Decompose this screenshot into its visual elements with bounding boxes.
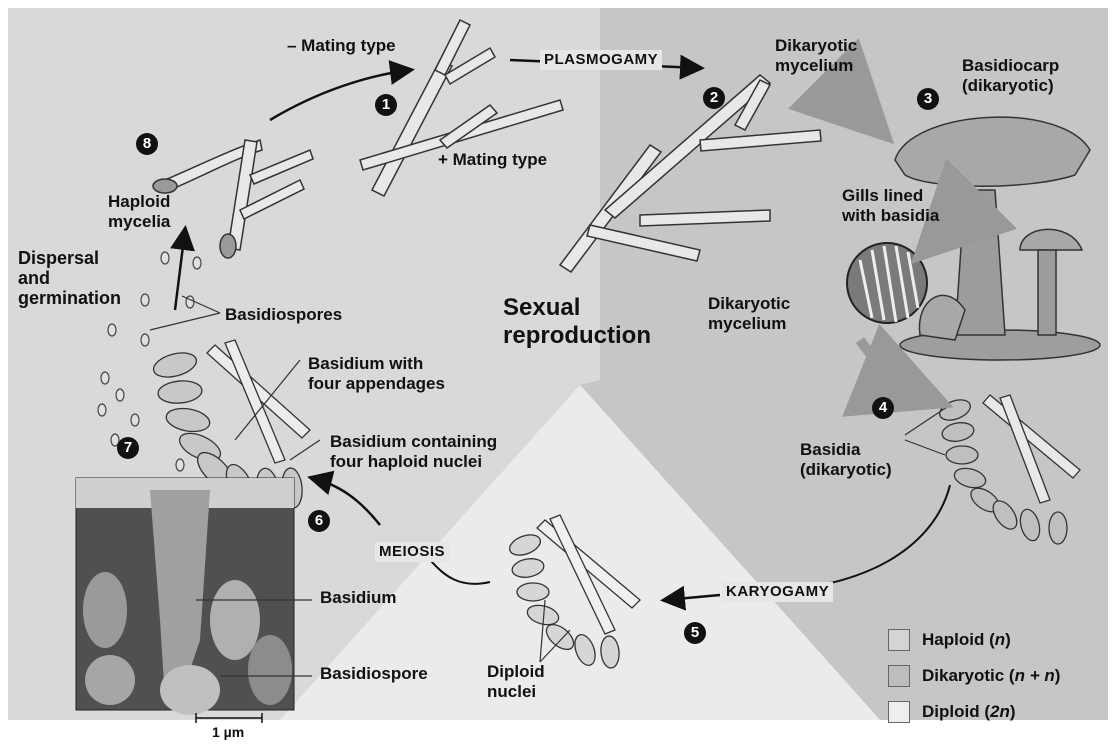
diploid-nuclei-label: Diploid nuclei bbox=[487, 662, 545, 702]
basidiospores-label: Basidiospores bbox=[225, 305, 342, 325]
legend-item-haploid: Haploid (n) bbox=[888, 622, 1103, 658]
basidiocarp-label: Basidiocarp (dikaryotic) bbox=[962, 56, 1059, 96]
step-7-marker: 7 bbox=[117, 437, 139, 459]
dikaryotic-mycelium-mid-label: Dikaryotic mycelium bbox=[708, 294, 790, 334]
basidium-four-appendages-label: Basidium with four appendages bbox=[308, 354, 445, 394]
step-4-marker: 4 bbox=[872, 397, 894, 419]
legend: Haploid (n) Dikaryotic (n + n) Diploid (… bbox=[888, 622, 1103, 730]
step-6-marker: 6 bbox=[308, 510, 330, 532]
step-3-marker: 3 bbox=[917, 88, 939, 110]
karyogamy-label: KARYOGAMY bbox=[722, 582, 833, 602]
gills-label: Gills lined with basidia bbox=[842, 186, 939, 226]
step-2-marker: 2 bbox=[703, 87, 725, 109]
dikaryotic-mycelium-top-label: Dikaryotic mycelium bbox=[775, 36, 857, 76]
legend-swatch-haploid bbox=[888, 629, 910, 651]
legend-text-dikaryotic: Dikaryotic (n + n) bbox=[922, 666, 1060, 686]
step-1-marker: 1 bbox=[375, 94, 397, 116]
legend-text-diploid: Diploid (2n) bbox=[922, 702, 1016, 722]
legend-swatch-diploid bbox=[888, 701, 910, 723]
basidiospore-photo-label: Basidiospore bbox=[320, 664, 428, 684]
sexual-reproduction-title: Sexual reproduction bbox=[503, 294, 651, 350]
basidium-photo-label: Basidium bbox=[320, 588, 397, 608]
basidia-dikaryotic-label: Basidia (dikaryotic) bbox=[800, 440, 892, 480]
legend-text-haploid: Haploid (n) bbox=[922, 630, 1011, 650]
basidium-four-nuclei-label: Basidium containing four haploid nuclei bbox=[330, 432, 497, 472]
step-8-marker: 8 bbox=[136, 133, 158, 155]
meiosis-label: MEIOSIS bbox=[375, 542, 449, 562]
legend-swatch-dikaryotic bbox=[888, 665, 910, 687]
mating-plus-label: + Mating type bbox=[438, 150, 547, 170]
step-5-marker: 5 bbox=[684, 622, 706, 644]
scale-bar-label: 1 µm bbox=[212, 722, 244, 742]
legend-item-diploid: Diploid (2n) bbox=[888, 694, 1103, 730]
dispersal-label: Dispersal and germination bbox=[18, 248, 121, 308]
haploid-mycelia-label: Haploid mycelia bbox=[108, 192, 170, 232]
plasmogamy-label: PLASMOGAMY bbox=[540, 50, 662, 70]
legend-item-dikaryotic: Dikaryotic (n + n) bbox=[888, 658, 1103, 694]
mating-minus-label: – Mating type bbox=[287, 36, 396, 56]
